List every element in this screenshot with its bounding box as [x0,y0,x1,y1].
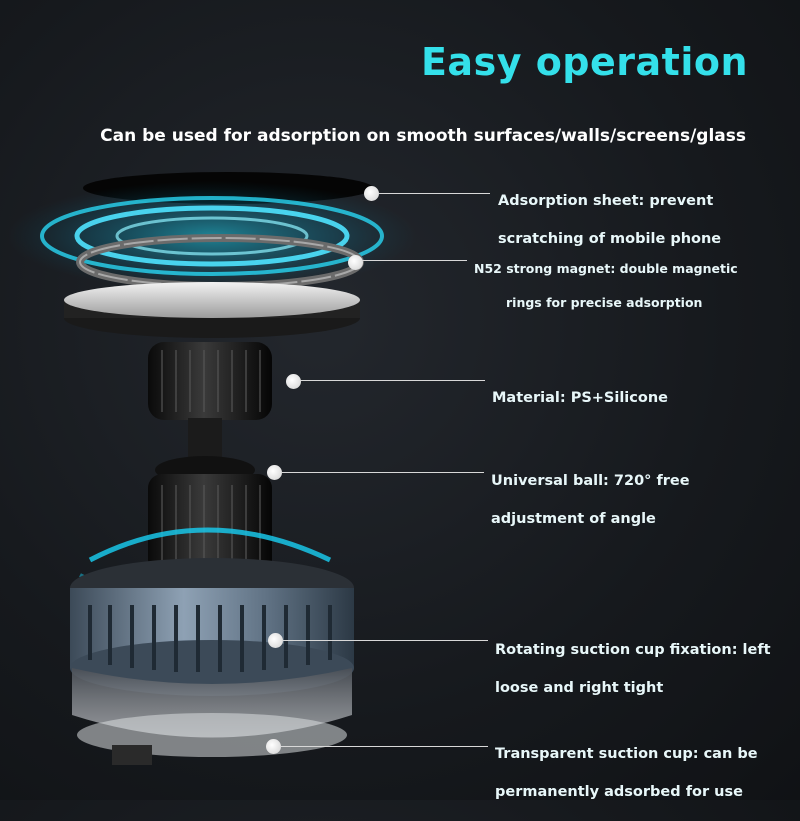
callout-magnet-line2: rings for precise adsorption [506,295,703,310]
callout-line-magnet [362,260,467,261]
product-infographic: Easy operation Can be used for adsorptio… [7,40,771,800]
callout-line-adsorption-sheet [378,193,490,194]
callout-universal-ball-line1: Universal ball: 720° free [491,473,690,489]
upper-knob [148,342,272,420]
callout-dot-transparent-cup [266,739,281,754]
callout-rotating-cup-line2: loose and right tight [495,680,664,696]
callout-rotating-cup-line1: Rotating suction cup fixation: left [495,642,771,658]
callout-line-transparent-cup [280,746,488,747]
callout-dot-rotating-cup [268,633,283,648]
lower-knob [148,474,272,574]
callout-material-line1: Material: PS+Silicone [492,390,668,406]
callout-transparent-cup-line1: Transparent suction cup: can be [495,746,758,762]
callout-universal-ball-line2: adjustment of angle [491,511,656,527]
callout-material: Material: PS+Silicone [492,370,668,427]
magnetic-plate [64,282,360,318]
car-mount-illustration [7,172,417,765]
callout-adsorption-sheet-line1: Adsorption sheet: prevent [498,193,714,209]
callout-adsorption-sheet-line2: scratching of mobile phone [498,231,722,247]
callout-dot-adsorption-sheet [364,186,379,201]
callout-transparent-cup: Transparent suction cup: can be permanen… [495,726,758,821]
page-subtitle: Can be used for adsorption on smooth sur… [100,126,746,146]
callout-magnet-line1: N52 strong magnet: double magnetic [474,261,738,276]
callout-line-universal-ball [281,472,484,473]
callout-rotating-cup: Rotating suction cup fixation: left loos… [495,622,771,717]
callout-universal-ball: Universal ball: 720° free adjustment of … [491,453,690,548]
callout-line-material [300,380,485,381]
page-title: Easy operation [420,40,748,84]
callout-transparent-cup-line2: permanently adsorbed for use [495,784,743,800]
callout-dot-magnet [348,255,363,270]
callout-dot-universal-ball [267,465,282,480]
callout-adsorption-sheet: Adsorption sheet: prevent scratching of … [498,173,721,268]
callout-magnet: N52 strong magnet: double magnetic rings… [474,243,738,328]
callout-line-rotating-cup [282,640,488,641]
callout-dot-material [286,374,301,389]
